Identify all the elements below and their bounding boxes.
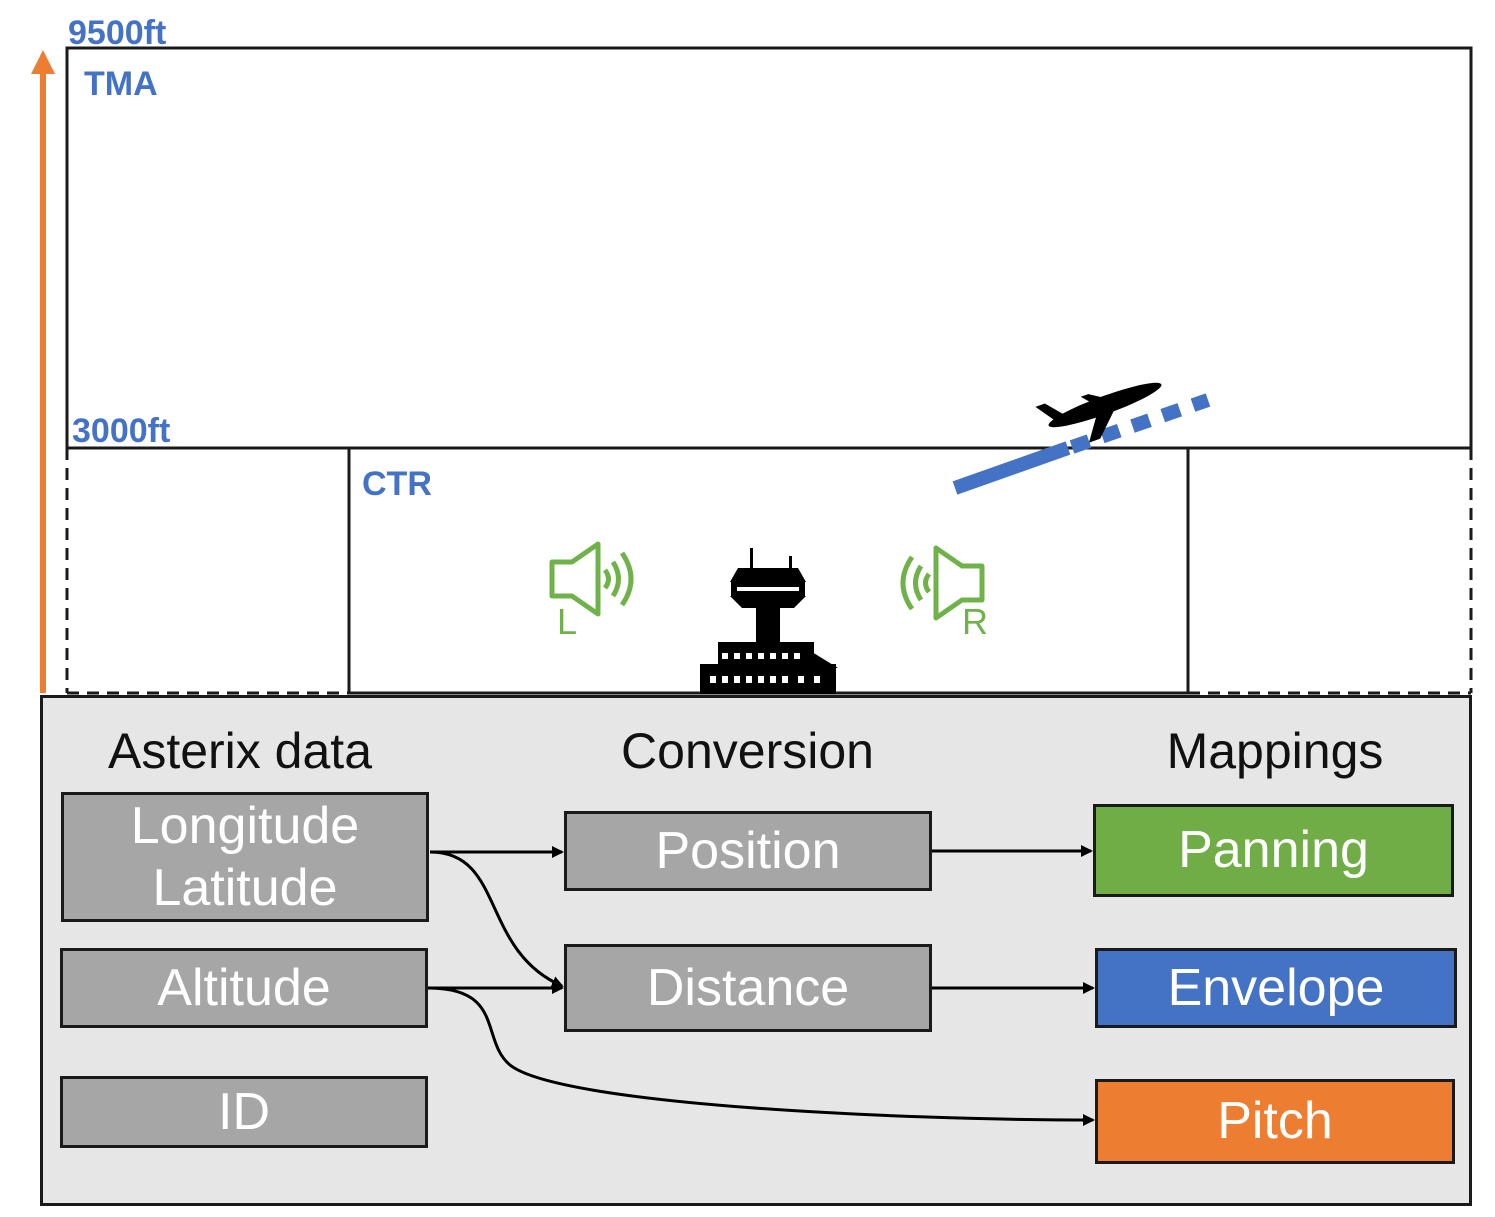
ctr-label: CTR: [362, 465, 432, 503]
right-speaker-label: R: [962, 601, 988, 642]
mappings-column-header: Mappings: [1166, 723, 1384, 779]
flight-path: [952, 393, 1211, 495]
envelope-box: Envelope: [1095, 948, 1457, 1028]
altitude-box: Altitude: [60, 948, 428, 1028]
altitude-top-label: 9500ft: [68, 14, 167, 52]
altitude-arrow: [31, 50, 55, 693]
arrow-altitude-to-pitch: [427, 986, 1095, 1126]
control-tower-icon: [700, 548, 838, 694]
longitude-label: Longitude: [130, 796, 360, 855]
latitude-label: Latitude: [152, 859, 338, 917]
arrow-lonlat-to-distance: [429, 850, 564, 988]
position-box: Position: [564, 811, 932, 891]
right-speaker-icon: [900, 545, 985, 621]
conversion-column-header: Conversion: [621, 723, 874, 779]
left-speaker-label: L: [557, 601, 578, 642]
id-box: ID: [60, 1076, 428, 1148]
lonlat-box: Longitude Latitude: [61, 792, 429, 922]
pitch-box: Pitch: [1095, 1079, 1455, 1164]
tma-label: TMA: [84, 65, 158, 103]
panning-box: Panning: [1093, 804, 1454, 897]
distance-box: Distance: [564, 944, 932, 1032]
altitude-middle-label: 3000ft: [72, 412, 171, 450]
dashed-region-left: [65, 446, 349, 693]
asterix-column-header: Asterix data: [107, 723, 372, 779]
left-speaker-icon: [549, 541, 634, 617]
airplane-icon: [1035, 382, 1162, 443]
